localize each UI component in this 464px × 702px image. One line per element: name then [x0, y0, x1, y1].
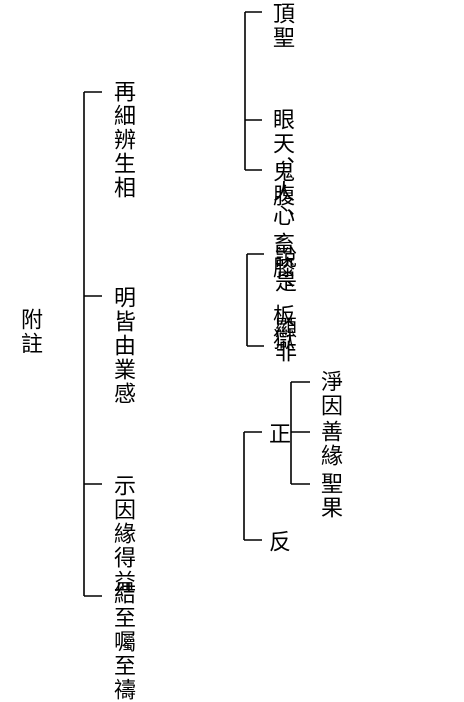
b2-child-2: 顯非 [271, 316, 296, 364]
b1-child-1: 頂聖 [269, 2, 294, 50]
b2-child-1: 說是 [271, 246, 296, 294]
b3-child-zheng: 正 [265, 422, 290, 446]
branch-label-4: 結至囑至禱 [110, 582, 135, 702]
tree-connectors [83, 11, 310, 597]
b1-child-2: 眼天、人心 [269, 108, 294, 228]
b3-child-fan: 反 [265, 530, 290, 554]
zheng-child-2: 善緣 [317, 420, 342, 468]
root-label: 附註 [17, 308, 42, 356]
branch-label-3: 示因緣得益 [110, 474, 135, 594]
b1-child-3: 鬼腹、畜膝、板獄 [269, 160, 294, 352]
branch-label-2: 明皆由業感 [110, 286, 135, 406]
branch-label-1: 再細辨生相 [110, 80, 135, 200]
zheng-child-3: 聖果 [317, 472, 342, 520]
zheng-child-1: 淨因 [317, 370, 342, 418]
